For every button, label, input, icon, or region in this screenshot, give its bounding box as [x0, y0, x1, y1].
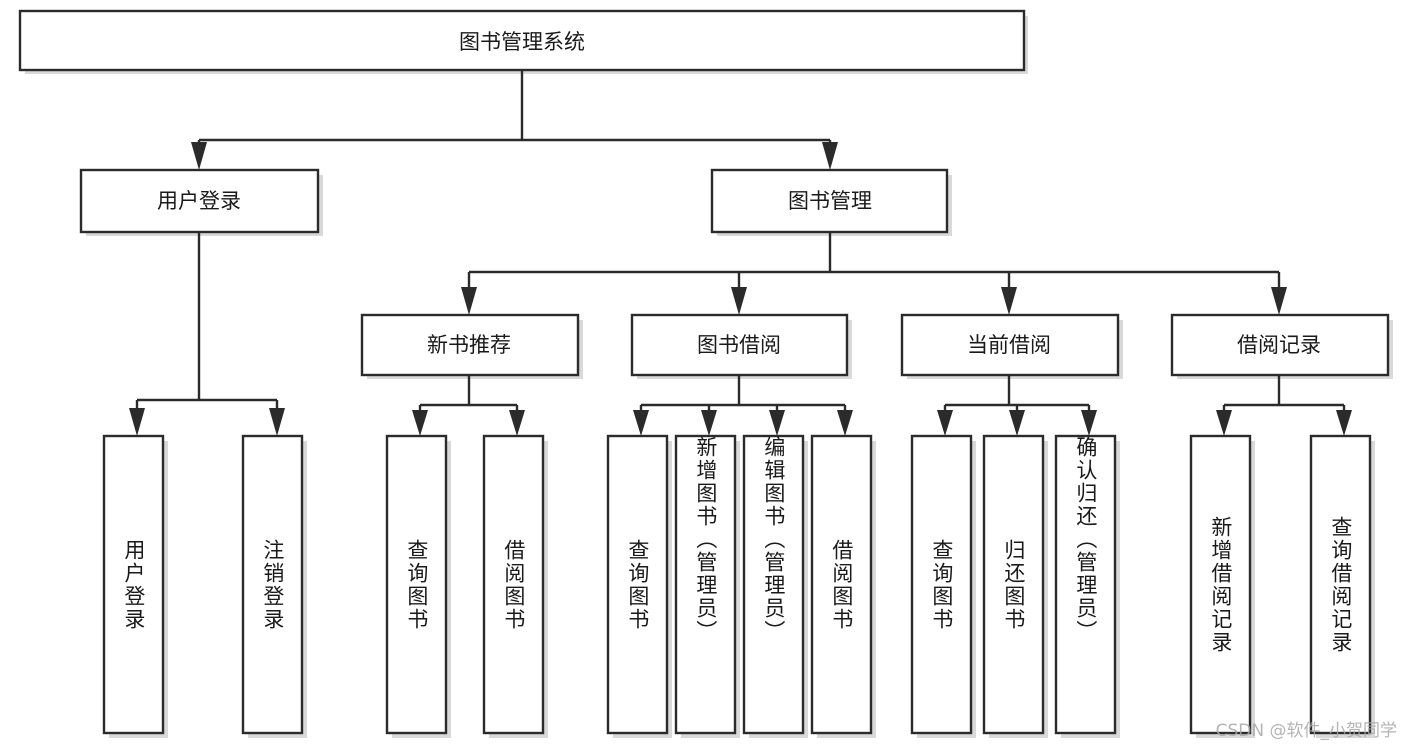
label-book-management: 图书管理 — [788, 189, 872, 213]
node-borrow-record[interactable] — [1170, 313, 1390, 377]
node-new-book-recommend[interactable] — [360, 313, 580, 377]
label-user-login: 用户登录 — [157, 189, 241, 213]
leaf-book-borrow-1[interactable] — [674, 434, 737, 735]
leaf-current-borrow-0[interactable] — [910, 434, 973, 735]
node-root[interactable] — [18, 9, 1026, 72]
leaf-book-borrow-0[interactable] — [606, 434, 669, 735]
node-book-borrow[interactable] — [630, 313, 849, 377]
label-borrow-record: 借阅记录 — [1237, 333, 1321, 357]
label-new-book-recommend: 新书推荐 — [427, 333, 511, 357]
leaf-book-borrow-2[interactable] — [742, 434, 805, 735]
leaf-user-login-0[interactable] — [102, 434, 165, 735]
leaf-book-borrow-3[interactable] — [810, 434, 873, 735]
leaf-new-book-0[interactable] — [385, 434, 448, 735]
node-book-management[interactable] — [710, 168, 949, 234]
node-labels: 图书管理系统 用户登录 图书管理 新书推荐 图书借阅 当前借阅 借阅记录 — [157, 30, 1321, 357]
arrow-heads — [129, 142, 1352, 436]
leaf-current-borrow-1[interactable] — [982, 434, 1045, 735]
leaf-borrow-record-1[interactable] — [1309, 434, 1372, 735]
leaf-borrow-record-0[interactable] — [1189, 434, 1252, 735]
label-root: 图书管理系统 — [459, 30, 585, 54]
label-book-borrow: 图书借阅 — [697, 333, 781, 357]
leaf-current-borrow-2[interactable] — [1054, 434, 1117, 735]
leaf-new-book-1[interactable] — [482, 434, 545, 735]
leaf-user-login-1[interactable] — [241, 434, 304, 735]
node-current-borrow[interactable] — [900, 313, 1120, 377]
label-current-borrow: 当前借阅 — [967, 333, 1051, 357]
node-user-login[interactable] — [79, 168, 320, 234]
node-boxes — [18, 9, 1390, 735]
